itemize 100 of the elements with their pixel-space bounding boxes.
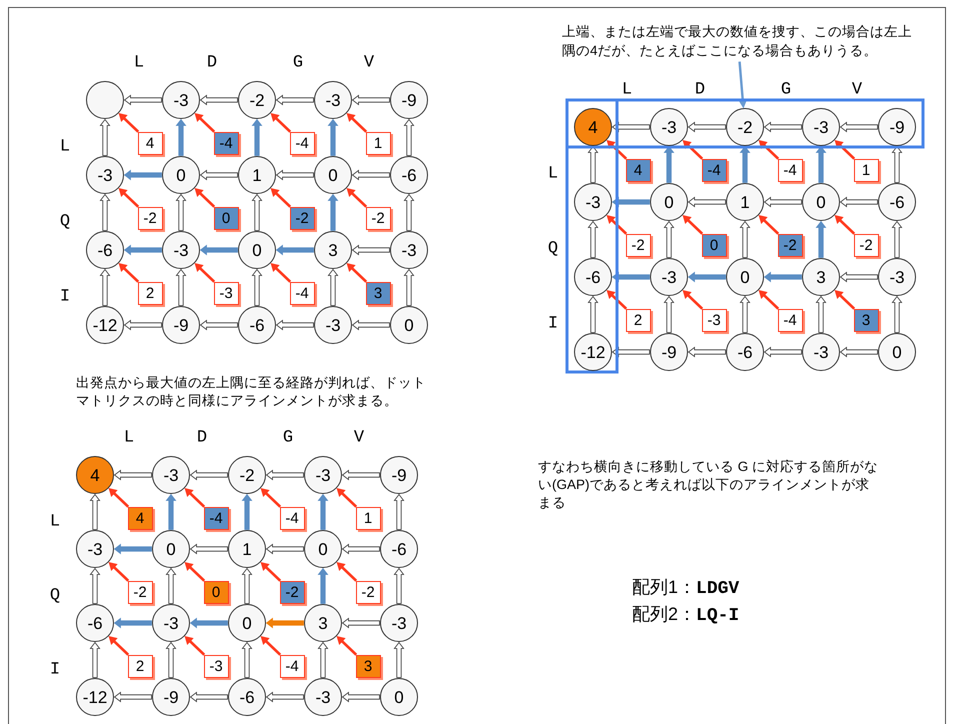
pointer-arrow	[682, 214, 704, 235]
arrow	[252, 268, 262, 306]
arrow	[612, 272, 650, 282]
sequence-letter: Q	[548, 240, 558, 258]
pointer-arrow	[834, 214, 856, 235]
arrow	[124, 320, 162, 330]
sequence-letter: Q	[50, 588, 60, 604]
arrow	[394, 568, 404, 604]
arrow	[328, 118, 338, 156]
arrow	[588, 296, 598, 333]
pointer-arrow	[834, 140, 856, 160]
arrow	[200, 244, 238, 256]
arrow	[252, 194, 262, 231]
score-box: 4	[128, 506, 152, 530]
pointer-arrow	[118, 188, 140, 208]
score-box: -2	[778, 234, 802, 256]
arrow	[252, 118, 262, 156]
pointer-arrow	[346, 112, 368, 133]
sequence-letter: L	[134, 54, 144, 72]
sequence-letter: D	[206, 54, 218, 72]
arrow	[100, 118, 110, 156]
pointer-arrow	[346, 188, 368, 208]
arrow	[840, 272, 878, 282]
score-box: -4	[778, 308, 802, 332]
pointer-arrow	[260, 636, 282, 656]
arrow	[892, 220, 902, 258]
arrow	[276, 170, 314, 180]
score-box: 4	[138, 132, 162, 154]
arrow	[124, 94, 162, 106]
arrow	[394, 642, 404, 678]
pointer-arrow	[606, 290, 628, 310]
arrow	[342, 692, 380, 702]
arrow	[352, 320, 390, 330]
pointer-arrow	[108, 488, 130, 508]
arrow	[764, 272, 802, 282]
pointer-arrow	[834, 290, 856, 310]
arrow	[276, 94, 314, 106]
arrow	[612, 346, 650, 358]
arrow	[242, 494, 252, 530]
arrow	[816, 146, 826, 183]
score-box: -4	[778, 158, 802, 182]
arrow	[124, 170, 162, 180]
arrow	[190, 618, 228, 628]
arrow	[318, 642, 328, 678]
sequence-letter: D	[196, 430, 208, 446]
score-box: -4	[290, 132, 314, 154]
pointer-arrow	[758, 140, 780, 160]
sequence-letter: V	[354, 430, 364, 446]
score-box: 1	[356, 506, 380, 530]
arrow	[840, 346, 878, 358]
arrow	[276, 244, 314, 256]
arrow	[588, 220, 598, 258]
pointer-arrow	[260, 488, 282, 508]
arrow	[352, 244, 390, 256]
arrow	[352, 94, 390, 106]
score-box: -4	[290, 282, 314, 304]
pointer-arrow	[758, 290, 780, 310]
score-box: -2	[138, 206, 162, 230]
arrow	[200, 320, 238, 330]
sequence-letter: Q	[60, 214, 70, 230]
pointer-arrow	[270, 112, 292, 133]
arrow	[166, 642, 176, 678]
arrow	[200, 94, 238, 106]
arrow	[764, 122, 802, 132]
arrow	[342, 618, 380, 628]
arrow	[90, 568, 100, 604]
arrow	[242, 568, 252, 604]
score-box: -3	[702, 308, 726, 332]
arrow	[688, 196, 726, 208]
arrow	[404, 194, 414, 231]
pointer-arrow	[336, 488, 358, 508]
arrow	[816, 220, 826, 258]
arrow	[342, 470, 380, 480]
score-box: 2	[626, 308, 650, 332]
leader-line	[738, 61, 747, 108]
pointer-arrow	[194, 112, 216, 133]
note-text: 出発点から最大値の左上隅に至る経路が判れば、ドットマトリクスの時と同様にアラインメントが求まる。	[76, 374, 427, 410]
sequence-letter: D	[694, 82, 706, 98]
score-box: 1	[854, 158, 878, 182]
arrow	[166, 494, 176, 530]
arrow	[328, 268, 338, 306]
score-box: -4	[204, 506, 228, 530]
sequence-letter: I	[50, 662, 60, 678]
arrow	[816, 296, 826, 333]
pointer-arrow	[260, 562, 282, 582]
arrow	[176, 194, 186, 231]
arrow	[740, 146, 750, 183]
arrow	[276, 320, 314, 330]
pointer-arrow	[682, 140, 704, 160]
pointer-arrow	[336, 562, 358, 582]
note-text: すなわち横向きに移動している G に対応する箇所がない(GAP)であると考えれば以下のアラインメントが求まる	[538, 458, 880, 512]
arrow	[90, 642, 100, 678]
sequence-letter: I	[548, 316, 558, 332]
score-box: -2	[356, 580, 380, 604]
pointer-arrow	[758, 214, 780, 235]
arrow	[342, 544, 380, 554]
score-box: -4	[280, 506, 304, 530]
arrow	[266, 544, 304, 554]
pointer-arrow	[184, 488, 206, 508]
arrow	[664, 220, 674, 258]
